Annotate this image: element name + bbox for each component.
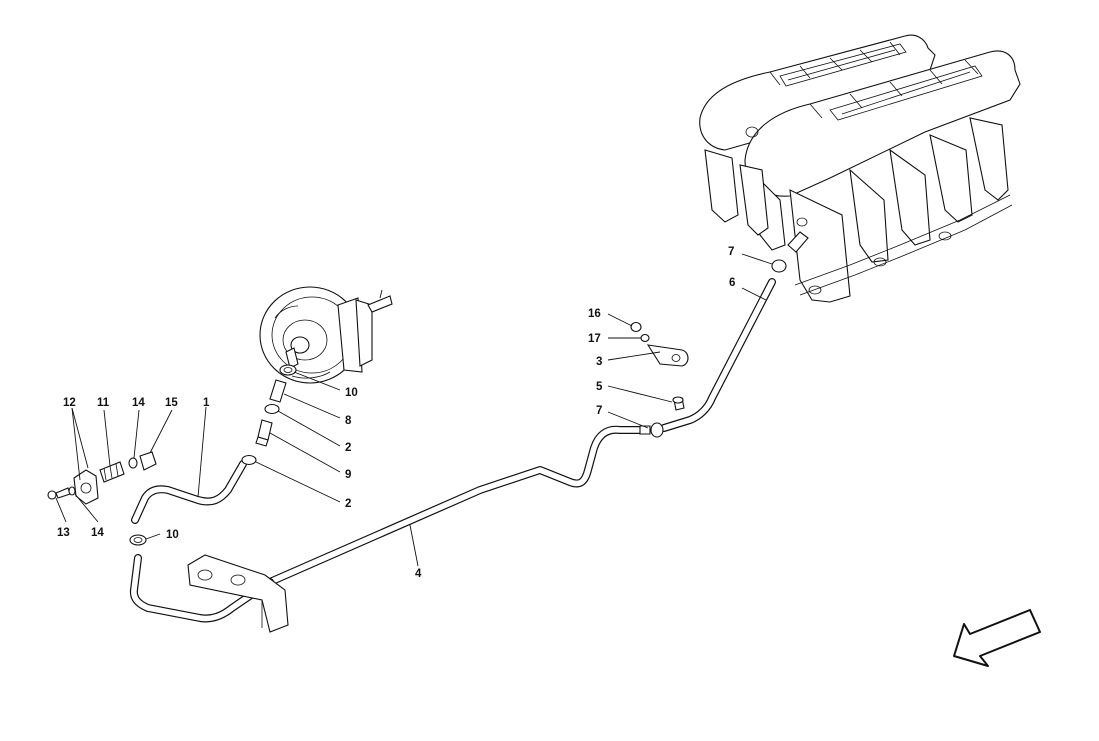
check-valve-9 [255,419,273,447]
mounting-bracket [187,554,289,633]
vacuum-pipe-4 [266,425,644,586]
callout-1: 1 [203,397,210,409]
clamp-2-lower [241,454,257,466]
sensor-assembly [47,451,157,505]
screw-5 [672,396,685,411]
callout-17: 17 [588,333,601,345]
bracket-3 [646,344,689,367]
clamp-7-lower [639,422,664,438]
nut-16 [630,321,642,333]
vacuum-pipe-1 [131,460,247,524]
callout-10-lower: 10 [166,529,179,541]
callout-11: 11 [97,397,110,409]
callout-7-upper: 7 [728,246,734,258]
direction-arrow-icon [953,609,1041,667]
callout-9: 9 [345,469,351,481]
callout-14-upper: 14 [132,397,145,409]
leader-lines [55,253,773,567]
washer-17 [640,333,650,343]
clamp-10-upper [279,364,297,376]
brake-booster [259,286,393,384]
callout-7-lower: 7 [596,405,602,417]
vacuum-pipe-6 [660,278,776,432]
clamp-10-lower [129,534,147,546]
callout-4: 4 [415,568,422,580]
callout-labels: 1 2 2 3 4 5 6 7 7 8 9 10 10 11 12 13 14 … [57,246,735,580]
callout-2-upper: 2 [345,442,351,454]
callout-8: 8 [345,415,352,427]
callout-3: 3 [596,356,602,368]
callout-10-upper: 10 [345,387,358,399]
vacuum-pipe-lower [129,554,274,623]
engine-intake-manifold [699,34,1021,303]
callout-16: 16 [588,308,601,320]
clamp-2-upper [264,403,280,415]
clamp-7-upper [771,259,787,273]
callout-12: 12 [63,397,76,409]
callout-13: 13 [57,527,70,539]
callout-14-lower: 14 [91,527,104,539]
hose-8 [269,379,287,403]
callout-2-lower: 2 [345,498,351,510]
callout-6: 6 [729,277,735,289]
callout-15: 15 [165,397,178,409]
callout-5: 5 [596,381,603,393]
